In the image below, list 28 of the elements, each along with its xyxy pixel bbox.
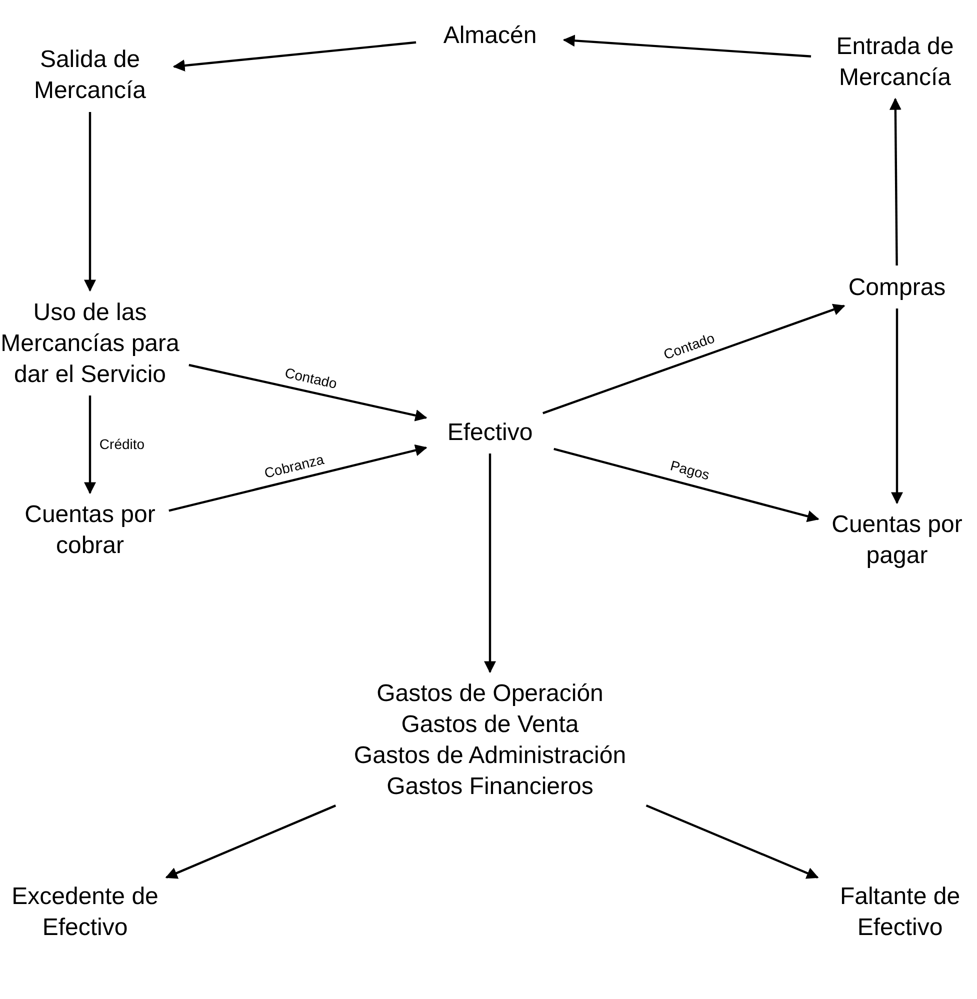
- arrow: [484, 454, 496, 674]
- node-text: Entrada de Mercancía: [835, 32, 955, 93]
- arrow: [84, 112, 96, 292]
- edge-label: Crédito: [97, 436, 147, 452]
- node-text: Compras: [848, 272, 946, 302]
- node-text: Salida de Mercancía: [32, 45, 148, 106]
- arrow: [646, 804, 819, 879]
- arrow: [168, 444, 428, 512]
- node-text: Almacén: [443, 20, 537, 50]
- arrow: [554, 448, 820, 522]
- node-text: Uso de las Mercancías para dar el Servicio: [0, 298, 180, 390]
- arrow: [542, 304, 846, 414]
- arrow: [84, 396, 96, 494]
- node-text: Cuentas por cobrar: [24, 500, 156, 561]
- node-text: Efectivo: [447, 418, 533, 448]
- arrow: [891, 308, 903, 504]
- node-text: Faltante de Efectivo: [838, 882, 962, 943]
- node-text: Gastos Financieros: [386, 772, 594, 802]
- arrow: [165, 804, 336, 879]
- node-text: Gastos de Operación: [376, 679, 604, 709]
- node-text: Gastos de Administración: [354, 741, 626, 771]
- node-text: Cuentas por pagar: [830, 510, 964, 571]
- arrow: [889, 98, 902, 266]
- node-text: Excedente de Efectivo: [10, 882, 160, 943]
- arrow: [562, 34, 812, 58]
- arrow: [172, 41, 416, 72]
- arrow: [188, 364, 428, 422]
- node-text: Gastos de Venta: [401, 710, 579, 740]
